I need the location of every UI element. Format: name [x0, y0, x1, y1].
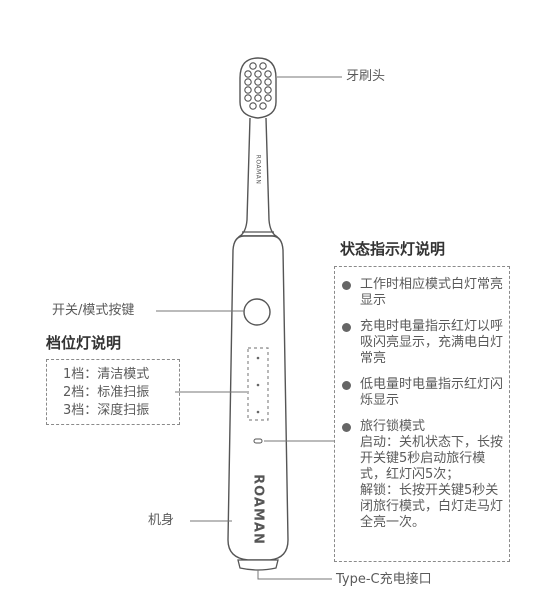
gear-indicator-dots — [256, 356, 260, 414]
status-indicator-pill — [253, 438, 263, 444]
power-mode-button-label: 开关/模式按键 — [52, 303, 135, 318]
gear-item: 1档：清洁模式 — [63, 367, 150, 382]
gear-item: 2档：标准扫振 — [63, 385, 150, 400]
gear-light-dashed-box — [247, 347, 269, 421]
gear-item: 3档：深度扫振 — [63, 403, 150, 418]
guide-lines — [156, 76, 342, 580]
bullet-icon — [342, 423, 351, 432]
bristle-dots — [244, 62, 272, 110]
power-button-shape — [243, 298, 271, 326]
bottom-cap — [237, 559, 279, 571]
type-c-port-label: Type-C充电接口 — [336, 572, 432, 587]
brush-head-label: 牙刷头 — [346, 69, 386, 84]
gear-section-box — [46, 359, 180, 425]
status-section-box — [334, 266, 510, 562]
bullet-icon — [342, 281, 351, 290]
body-label: 机身 — [148, 513, 175, 528]
bullet-icon — [342, 381, 351, 390]
brand-text-neck: ROAMAN — [254, 154, 262, 185]
status-section-title: 状态指示灯说明 — [340, 240, 446, 258]
gear-section-title: 档位灯说明 — [46, 334, 122, 352]
bullet-icon — [342, 323, 351, 332]
brand-text-body: ROAMAN — [250, 474, 266, 545]
